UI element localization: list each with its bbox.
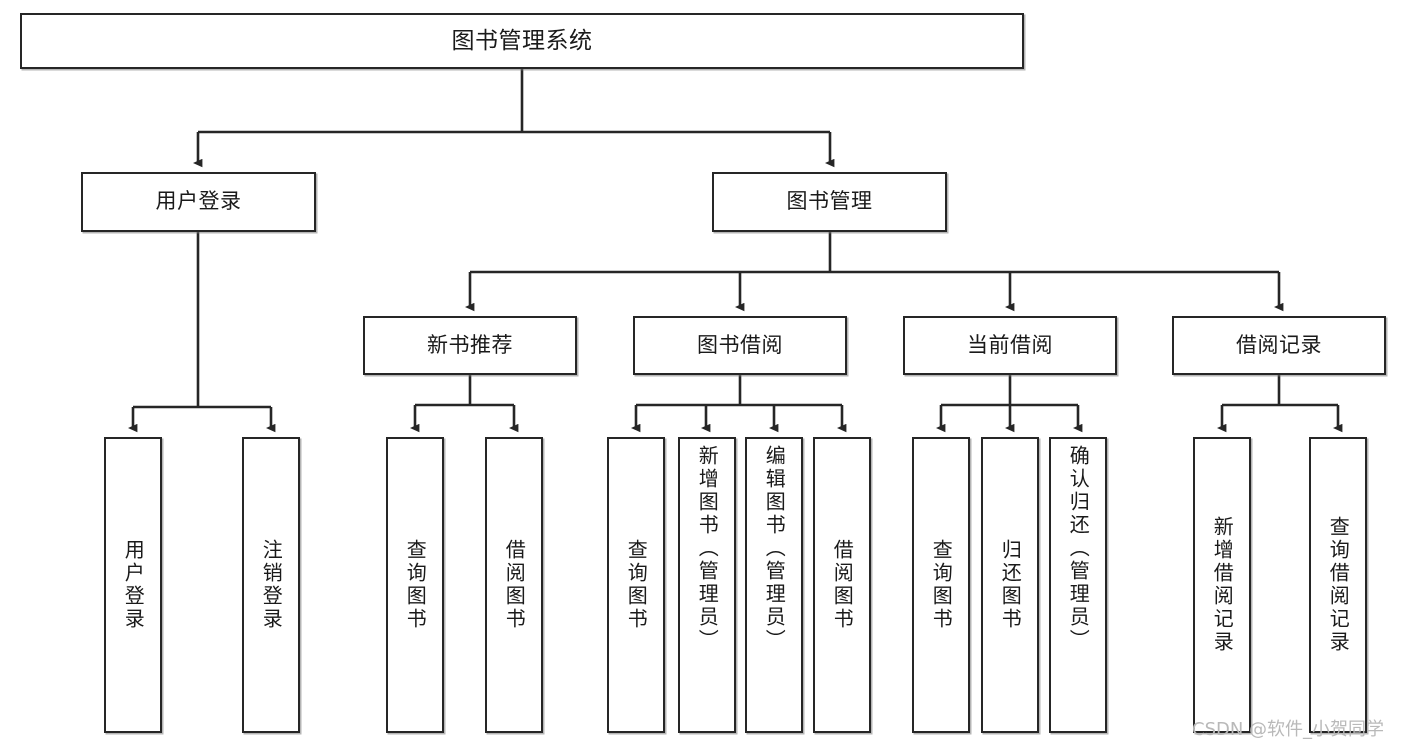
node-borrow-record[interactable]: 借阅记录 bbox=[1172, 316, 1386, 375]
node-leaf-logout-label: 注销登录 bbox=[259, 539, 284, 631]
node-book-borrow[interactable]: 图书借阅 bbox=[633, 316, 847, 375]
node-leaf-confirm-return-label: 确认归还（管理员） bbox=[1066, 445, 1091, 652]
node-root[interactable]: 图书管理系统 bbox=[20, 13, 1024, 69]
node-root-label: 图书管理系统 bbox=[451, 27, 593, 54]
node-leaf-add-borrow-record-label: 新增借阅记录 bbox=[1210, 516, 1235, 654]
node-book-borrow-label: 图书借阅 bbox=[697, 332, 783, 357]
node-leaf-borrow-book-recommend-label: 借阅图书 bbox=[502, 539, 527, 631]
node-leaf-return-book[interactable]: 归还图书 bbox=[981, 437, 1039, 733]
node-leaf-search-book-borrow-label: 查询图书 bbox=[624, 539, 649, 631]
node-leaf-edit-book-label: 编辑图书（管理员） bbox=[762, 445, 787, 652]
node-leaf-add-book-label: 新增图书（管理员） bbox=[695, 445, 720, 652]
node-leaf-search-book-borrow[interactable]: 查询图书 bbox=[607, 437, 665, 733]
node-book-management-label: 图书管理 bbox=[786, 189, 873, 214]
node-leaf-search-borrow-record[interactable]: 查询借阅记录 bbox=[1309, 437, 1367, 733]
node-leaf-logout[interactable]: 注销登录 bbox=[242, 437, 300, 733]
node-book-management[interactable]: 图书管理 bbox=[712, 172, 947, 232]
node-leaf-search-book-current-label: 查询图书 bbox=[929, 539, 954, 631]
node-leaf-user-login-label: 用户登录 bbox=[121, 539, 146, 631]
node-current-borrow-label: 当前借阅 bbox=[967, 332, 1053, 357]
node-leaf-borrow-book-recommend[interactable]: 借阅图书 bbox=[485, 437, 543, 733]
node-leaf-return-book-label: 归还图书 bbox=[998, 539, 1023, 631]
node-user-login[interactable]: 用户登录 bbox=[81, 172, 316, 232]
node-leaf-add-borrow-record[interactable]: 新增借阅记录 bbox=[1193, 437, 1251, 733]
node-leaf-confirm-return[interactable]: 确认归还（管理员） bbox=[1049, 437, 1107, 733]
node-user-login-label: 用户登录 bbox=[155, 189, 242, 214]
node-borrow-record-label: 借阅记录 bbox=[1236, 332, 1322, 357]
node-leaf-user-login[interactable]: 用户登录 bbox=[104, 437, 162, 733]
node-leaf-borrow-book-label: 借阅图书 bbox=[830, 539, 855, 631]
node-leaf-borrow-book[interactable]: 借阅图书 bbox=[813, 437, 871, 733]
node-leaf-edit-book[interactable]: 编辑图书（管理员） bbox=[745, 437, 803, 733]
node-leaf-search-borrow-record-label: 查询借阅记录 bbox=[1326, 516, 1351, 654]
node-new-book-recommend-label: 新书推荐 bbox=[427, 332, 513, 357]
node-leaf-search-book-recommend[interactable]: 查询图书 bbox=[386, 437, 444, 733]
node-new-book-recommend[interactable]: 新书推荐 bbox=[363, 316, 577, 375]
node-leaf-search-book-current[interactable]: 查询图书 bbox=[912, 437, 970, 733]
node-leaf-add-book[interactable]: 新增图书（管理员） bbox=[678, 437, 736, 733]
node-leaf-search-book-recommend-label: 查询图书 bbox=[403, 539, 428, 631]
csdn-watermark: CSDN @软件_小贺同学 bbox=[1192, 719, 1385, 740]
node-current-borrow[interactable]: 当前借阅 bbox=[903, 316, 1117, 375]
